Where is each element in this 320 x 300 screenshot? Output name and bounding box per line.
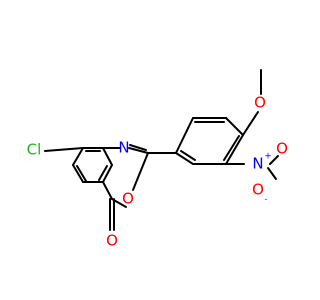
- bond: [175, 117, 194, 154]
- bond: [44, 147, 84, 152]
- bond: [132, 152, 149, 191]
- ring-oxygen-label: O: [122, 190, 134, 208]
- nitro-negative-charge: -: [264, 195, 267, 205]
- molecule-diagram: Cl N O O O N + O O -: [27, 69, 288, 250]
- bond: [72, 164, 84, 183]
- nitro-positive-charge: +: [264, 152, 272, 162]
- bond: [72, 147, 84, 166]
- methoxy-oxygen-label: O: [254, 94, 266, 112]
- bond: [225, 134, 244, 165]
- bond: [76, 165, 87, 182]
- bond: [98, 165, 108, 181]
- bond: [175, 152, 194, 165]
- nitro-nitrogen-label: N: [252, 155, 263, 173]
- bond: [129, 144, 147, 151]
- chlorine-atom-label: Cl: [27, 141, 42, 159]
- bond: [102, 181, 113, 200]
- carbonyl-oxygen-label: O: [106, 232, 118, 250]
- bond: [102, 164, 113, 183]
- nitro-top-oxygen-label: O: [276, 140, 288, 158]
- atom-labels: Cl N O O O N + O O -: [27, 94, 288, 250]
- bond: [242, 111, 259, 136]
- bond: [128, 147, 149, 154]
- ring-nitrogen-label: N: [118, 139, 129, 157]
- bond: [223, 135, 240, 161]
- bond: [267, 167, 277, 180]
- bonds: [44, 69, 279, 231]
- bond: [102, 147, 113, 166]
- bond: [269, 155, 279, 165]
- bond: [180, 150, 196, 161]
- nitro-bottom-oxygen-label: O: [252, 181, 264, 199]
- bond: [225, 117, 244, 136]
